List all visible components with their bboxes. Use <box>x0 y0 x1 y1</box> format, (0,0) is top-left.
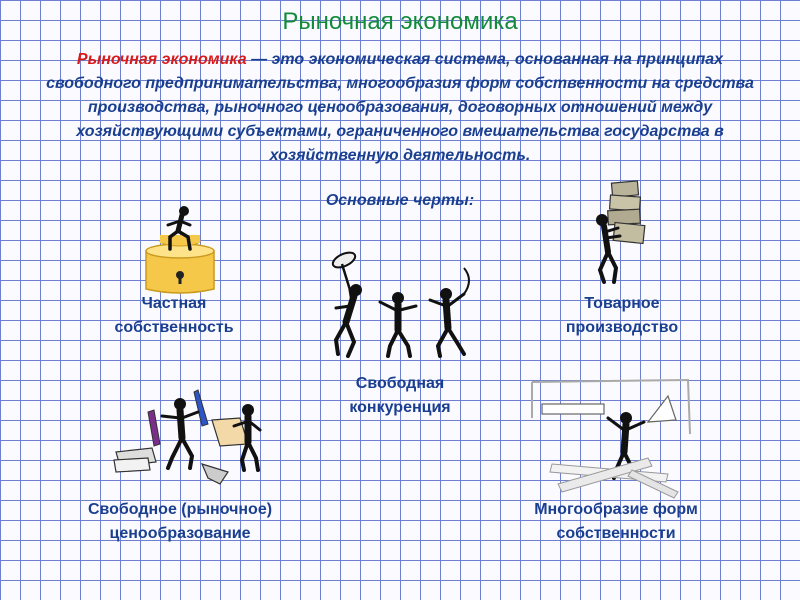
feature-line: Многообразие форм <box>496 498 736 522</box>
definition-paragraph: Рыночная экономика — это экономическая с… <box>40 48 760 168</box>
definition-term: Рыночная экономика <box>77 51 247 68</box>
feature-free-pricing: Свободное (рыночное) ценообразование <box>50 498 310 546</box>
figure-carrying-boxes-icon <box>580 178 660 293</box>
feature-line: конкуренция <box>300 396 500 420</box>
feature-ownership-diversity: Многообразие форм собственности <box>496 498 736 546</box>
slide-title: Рыночная экономика <box>0 8 800 36</box>
figure-on-safe-icon <box>140 205 220 295</box>
feature-line: собственность <box>84 316 264 340</box>
feature-line: Свободная <box>300 372 500 396</box>
features-heading: Основные черты: <box>0 192 800 210</box>
feature-private-property: Частная собственность <box>84 292 264 340</box>
feature-line: Частная <box>84 292 264 316</box>
feature-line: собственности <box>496 522 736 546</box>
figures-competing-icon <box>318 250 488 365</box>
feature-line: Свободное (рыночное) <box>50 498 310 522</box>
figure-building-frame-icon <box>528 374 698 499</box>
feature-line: производство <box>522 316 722 340</box>
figures-trading-goods-icon <box>108 388 268 493</box>
feature-line: ценообразование <box>50 522 310 546</box>
feature-commodity-production: Товарное производство <box>522 292 722 340</box>
feature-line: Товарное <box>522 292 722 316</box>
feature-free-competition: Свободная конкуренция <box>300 372 500 420</box>
